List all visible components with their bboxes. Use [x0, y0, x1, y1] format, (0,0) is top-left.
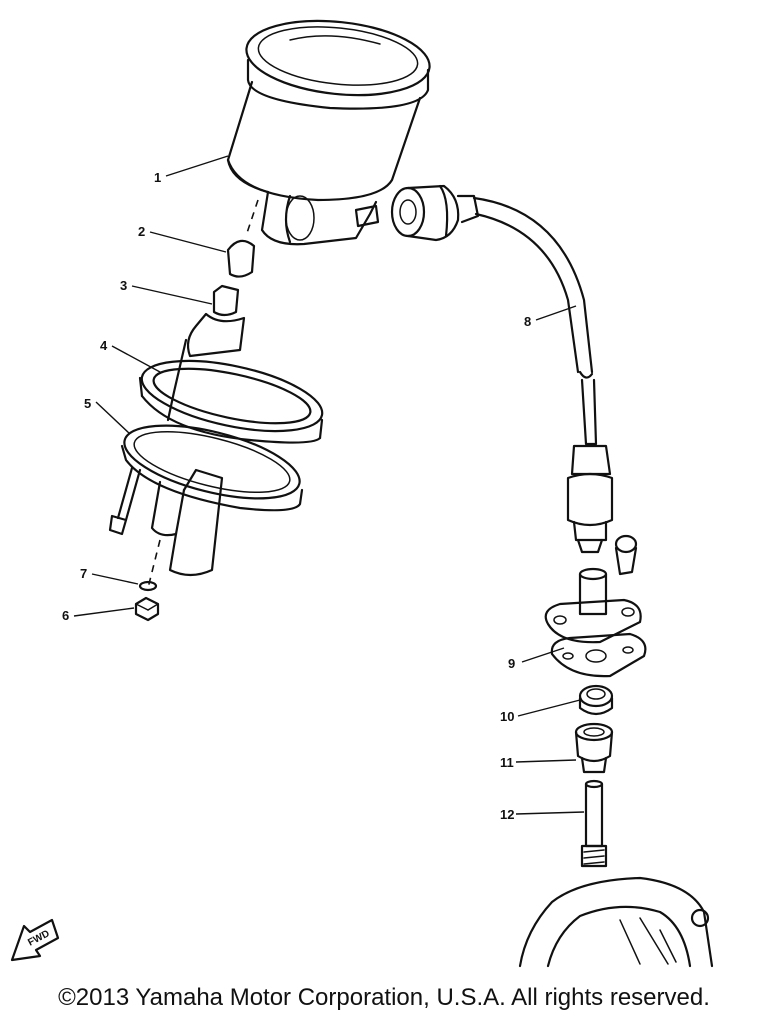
screw: [614, 534, 638, 576]
callout-12: 12: [500, 807, 514, 822]
callout-8: 8: [524, 314, 531, 329]
callout-10: 10: [500, 709, 514, 724]
callout-7: 7: [80, 566, 87, 581]
callout-9: 9: [508, 656, 515, 671]
callout-5: 5: [84, 396, 91, 411]
damper-ring: [138, 359, 324, 444]
forward-arrow-icon: FWD: [10, 918, 60, 962]
indicator-bulb: [226, 199, 259, 278]
washer: [138, 580, 158, 592]
copyright-notice: ©2013 Yamaha Motor Corporation, U.S.A. A…: [58, 984, 710, 1011]
callout-11: 11: [500, 755, 514, 770]
gauge-bracket: [108, 424, 304, 589]
gasket: [550, 632, 647, 678]
bushing: [574, 722, 614, 774]
callout-4: 4: [100, 338, 108, 353]
speedometer-gauge: [226, 19, 431, 246]
callout-3: 3: [120, 278, 127, 293]
nut: [134, 596, 160, 622]
callout-1: 1: [154, 170, 161, 185]
drive-gear-shaft: [580, 779, 608, 868]
callout-numbers: 1 2 3 4 5 7 6 8 9 10 11 12: [62, 170, 531, 822]
callout-6: 6: [62, 608, 69, 623]
oil-seal: [578, 684, 614, 716]
engine-case: [518, 876, 714, 968]
leader-lines: [73, 155, 585, 815]
callout-2: 2: [138, 224, 145, 239]
bulb-socket: [166, 284, 246, 422]
gear-housing: [544, 567, 642, 644]
speedometer-cable: [390, 184, 614, 554]
